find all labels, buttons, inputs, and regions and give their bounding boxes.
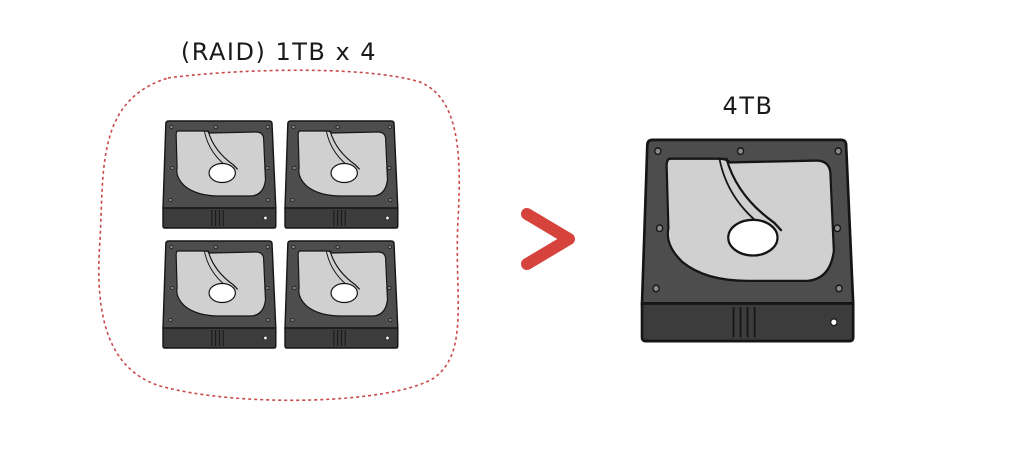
raid-drive-3 xyxy=(162,240,277,349)
arrow-icon xyxy=(521,208,575,270)
raid-drive-2 xyxy=(284,120,399,229)
raid-drive-1 xyxy=(162,120,277,229)
single-drive-label: 4TB xyxy=(723,92,774,120)
raid-group-outline xyxy=(98,69,460,402)
raid-drive-4 xyxy=(284,240,399,349)
single-drive xyxy=(640,138,855,343)
raid-group-label: (RAID) 1TB x 4 xyxy=(181,38,377,66)
